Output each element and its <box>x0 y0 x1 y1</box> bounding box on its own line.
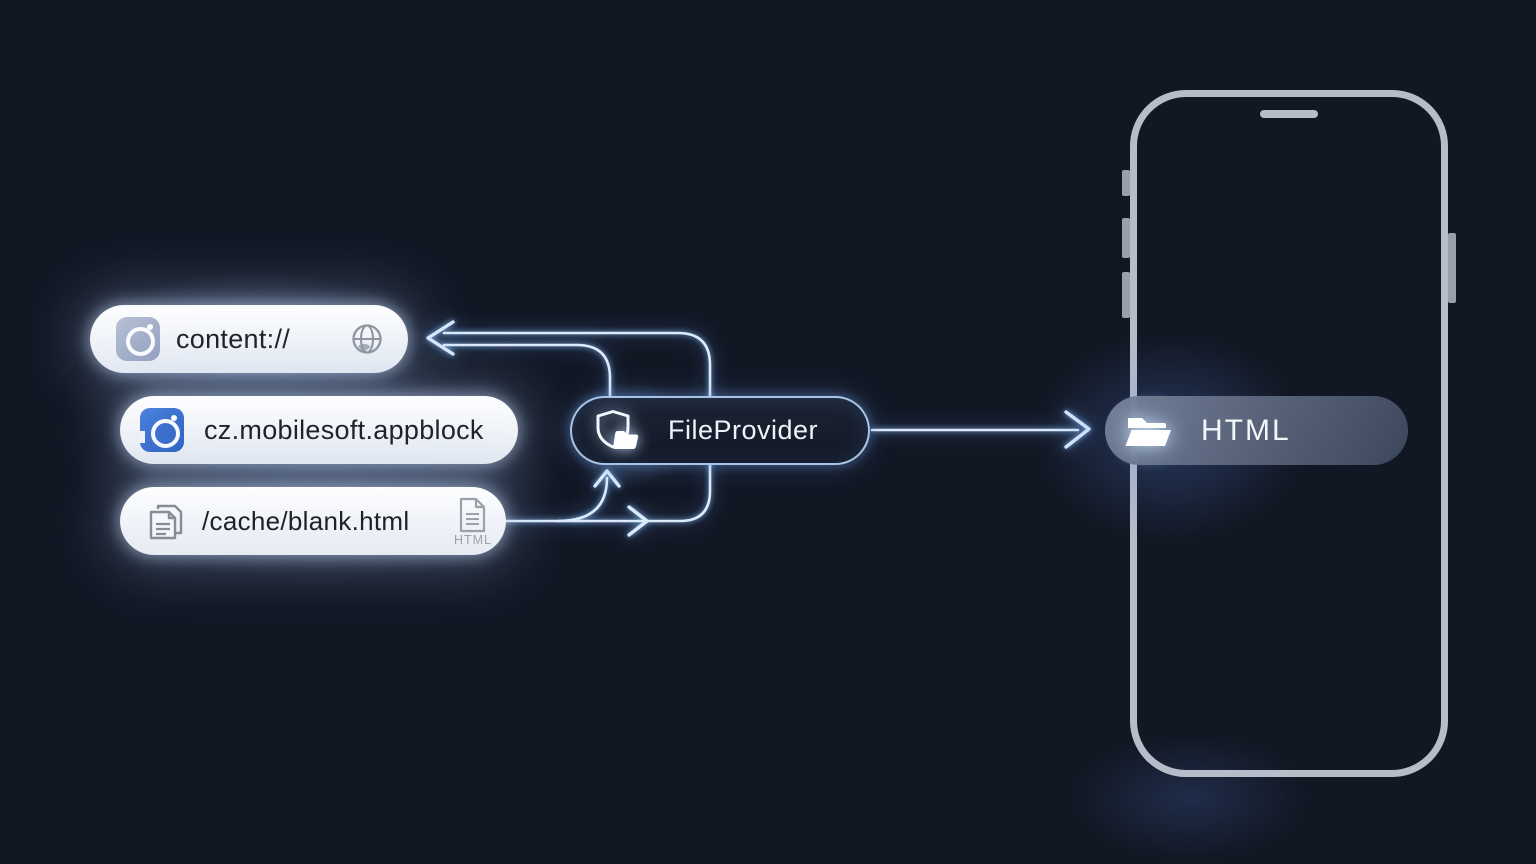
html-file-badge: HTML <box>454 533 492 547</box>
app-avatar-icon <box>116 317 160 361</box>
edge-fileprovider-to-content-uri <box>442 343 612 399</box>
node-content-uri: content:// <box>90 305 408 373</box>
file-provider-label: FileProvider <box>668 415 819 445</box>
globe-icon <box>352 324 382 354</box>
edge-cache-to-fileprovider <box>556 476 609 523</box>
phone-button-volume-up <box>1122 218 1130 258</box>
html-output-label: HTML <box>1201 413 1291 447</box>
content-uri-label: content:// <box>176 323 291 354</box>
arrowhead-right-midline <box>627 505 649 537</box>
phone-button-mute <box>1122 170 1130 196</box>
shield-folder-icon <box>592 406 642 456</box>
arrowhead-left-into-content-uri <box>426 320 455 356</box>
document-copy-icon <box>149 504 183 540</box>
node-file-provider: FileProvider <box>570 396 870 465</box>
appblock-icon-notch <box>140 431 145 443</box>
html-file-icon: HTML <box>454 497 492 547</box>
phone-button-volume-down <box>1122 272 1130 318</box>
cache-file-label: /cache/blank.html <box>202 505 410 536</box>
node-cache-file: /cache/blank.html HTML <box>120 487 506 555</box>
node-html-output: HTML <box>1105 396 1408 465</box>
arrowhead-up-into-fileprovider <box>593 469 621 488</box>
open-folder-icon <box>1121 408 1175 454</box>
node-package-name: cz.mobilesoft.appblock <box>120 396 518 464</box>
package-name-label: cz.mobilesoft.appblock <box>204 414 484 445</box>
phone-speaker <box>1260 110 1318 118</box>
phone-button-power <box>1448 233 1456 303</box>
appblock-app-icon <box>140 408 184 452</box>
